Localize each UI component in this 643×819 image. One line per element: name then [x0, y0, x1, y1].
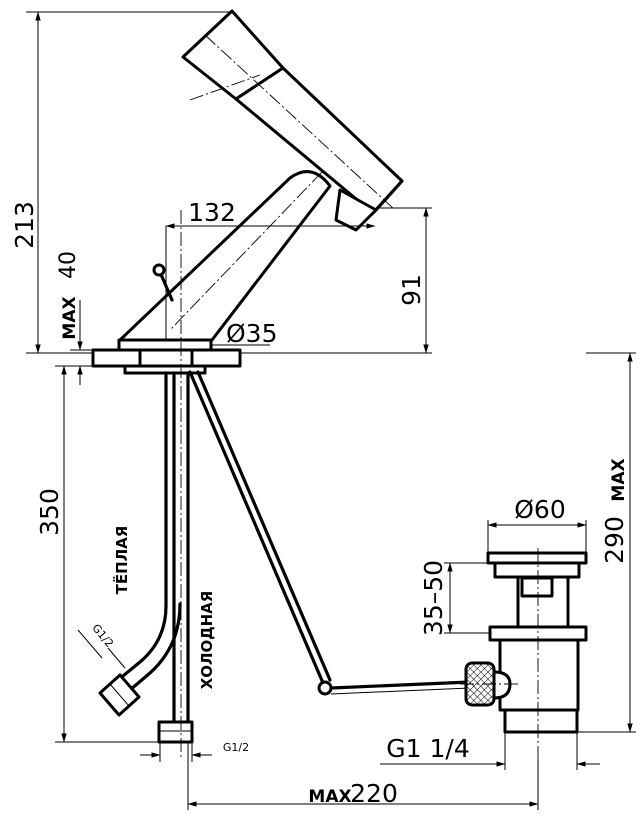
- lever-pin-head: [152, 263, 166, 277]
- drain-side-port: [492, 670, 512, 700]
- dim-diameter-35: Ø35: [226, 319, 278, 348]
- dim-35-50: 35–50: [419, 560, 448, 636]
- drain-rod: [188, 370, 472, 696]
- lift-rod-2: [196, 370, 332, 682]
- dim-213: 213: [10, 201, 39, 249]
- drain-assembly: [460, 548, 588, 760]
- faucet-head: [117, 9, 404, 352]
- drain-window: [520, 576, 554, 598]
- deck: [91, 348, 242, 375]
- deck-hole: [138, 348, 194, 368]
- hoses: [98, 210, 194, 760]
- dim-max-label: MAX: [60, 296, 80, 339]
- dimension-lines: [26, 11, 636, 810]
- spout-axis: [169, 171, 323, 331]
- dim-350: 350: [35, 488, 64, 536]
- dim-g12-top: G1/2: [89, 622, 116, 650]
- dim-220-max: MAX: [308, 787, 351, 807]
- cartridge-neck: [334, 188, 378, 232]
- cold-hose-fitting: [157, 720, 194, 744]
- dim-290: 290: [600, 516, 629, 564]
- dim-220: 220: [350, 779, 398, 808]
- warm-hose-inner: [128, 602, 182, 692]
- label-cold: ХОЛОДНАЯ: [198, 591, 216, 690]
- dim-g12-bottom: G1/2: [223, 741, 249, 754]
- dim-132: 132: [188, 198, 236, 227]
- drain-tail: [498, 638, 580, 712]
- dim-91: 91: [397, 274, 426, 306]
- dim-diameter-60: Ø60: [514, 495, 566, 524]
- dim-g1-1-4: G1 1/4: [386, 734, 469, 763]
- rod-joint: [317, 680, 333, 696]
- handle-axis: [204, 34, 396, 211]
- lift-rod: [188, 370, 325, 685]
- horizontal-rod: [329, 680, 472, 690]
- dim-290-max: MAX: [609, 458, 629, 501]
- drain-flange: [493, 561, 581, 579]
- handle-axis-2: [189, 74, 261, 101]
- label-warm: ТЁПЛАЯ: [112, 526, 131, 595]
- warm-hose-outer: [116, 371, 168, 682]
- dim-40: 40: [56, 251, 81, 279]
- drain-outlet: [503, 708, 579, 734]
